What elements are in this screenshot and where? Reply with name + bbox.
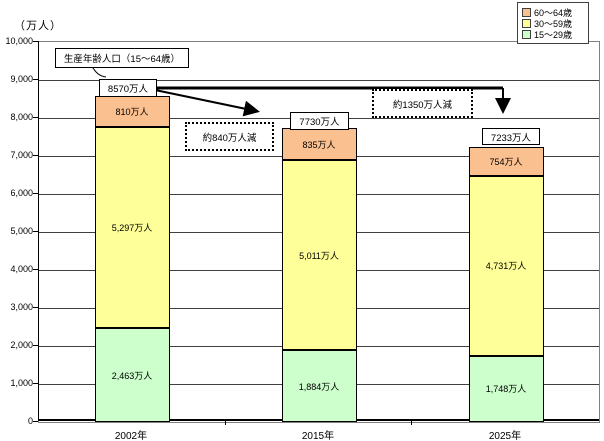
- legend-swatch-icon: [522, 29, 531, 39]
- decrease-note-2015: 約840万人減: [185, 122, 274, 151]
- y-axis-tick: [33, 155, 38, 156]
- y-axis-tick: [33, 231, 38, 232]
- total-label-2015: 7730万人: [290, 112, 349, 130]
- bar-segment-value-label: 835万人: [302, 139, 336, 150]
- y-axis-tick: [33, 421, 38, 422]
- bar-segment: 1,884万人: [281, 350, 357, 422]
- y-axis-tick: [33, 307, 38, 308]
- legend-item-label: 30～59歳: [534, 18, 573, 29]
- y-axis-tick-label: 7,000: [10, 150, 33, 160]
- y-axis-line: [38, 41, 39, 421]
- y-axis-tick: [33, 41, 38, 42]
- y-axis-tick-label: 1,000: [10, 378, 33, 388]
- x-axis-tick: [224, 421, 226, 425]
- y-axis-tick-label: 8,000: [10, 112, 33, 122]
- bar-segment: 5,011万人: [281, 160, 357, 351]
- total-label-2002: 8570万人: [99, 79, 157, 97]
- y-axis-tick: [33, 345, 38, 346]
- bar-segment: 835万人: [281, 128, 357, 160]
- y-axis-tick: [33, 117, 38, 118]
- legend-swatch-icon: [522, 7, 531, 17]
- total-label-2025: 7233万人: [482, 128, 540, 145]
- x-axis-category-label: 2002年: [114, 431, 148, 441]
- bar-segment: 754万人: [468, 147, 544, 176]
- y-axis-tick-label: 0: [27, 416, 33, 426]
- x-axis-category-label: 2015年: [301, 431, 335, 441]
- y-axis-tick-label: 10,000: [5, 36, 33, 46]
- bar-segment: 810万人: [94, 96, 170, 128]
- legend-swatch-icon: [522, 18, 531, 28]
- bar-segment-value-label: 754万人: [489, 156, 523, 167]
- y-axis-tick: [33, 383, 38, 384]
- x-axis-category-label: 2025年: [488, 431, 522, 441]
- y-axis-tick-label: 4,000: [10, 264, 33, 274]
- legend-item: 30～59歳: [522, 18, 586, 29]
- bar-segment-value-label: 5,297万人: [111, 223, 153, 234]
- legend-item-label: 15～29歳: [534, 29, 573, 40]
- y-axis-tick-label: 3,000: [10, 302, 33, 312]
- bar-segment: 5,297万人: [94, 127, 170, 329]
- plot-area: 2,463万人 5,297万人 810万人 1,884万人 5,011万人 835万人 1,…: [38, 41, 600, 423]
- y-axis-tick-label: 2,000: [10, 340, 33, 350]
- bar-segment-value-label: 2,463万人: [111, 370, 153, 381]
- callout-working-age-population: 生産年齢人口（15～64歳）: [55, 48, 189, 68]
- bar-segment: 1,748万人: [468, 355, 544, 422]
- bar-segment: 4,731万人: [468, 175, 544, 356]
- decrease-note-2025: 約1350万人減: [372, 89, 473, 118]
- bar-segment: 2,463万人: [94, 328, 170, 422]
- bar-segment-value-label: 1,884万人: [298, 381, 340, 392]
- y-axis-tick: [33, 79, 38, 80]
- gridline: [39, 80, 599, 81]
- y-axis-tick-label: 9,000: [10, 74, 33, 84]
- y-axis-unit-label: （万人）: [14, 20, 62, 32]
- bar-segment-value-label: 1,748万人: [485, 384, 527, 395]
- y-axis-tick-label: 6,000: [10, 188, 33, 198]
- y-axis-tick-label: 5,000: [10, 226, 33, 236]
- legend-item-label: 60～64歳: [534, 7, 573, 18]
- bar-segment-value-label: 5,011万人: [299, 250, 339, 261]
- bar-segment-value-label: 810万人: [115, 107, 149, 118]
- y-axis-tick: [33, 269, 38, 270]
- legend-item: 60～64歳: [522, 7, 586, 18]
- bar-segment-value-label: 4,731万人: [485, 261, 527, 272]
- y-axis-tick: [33, 193, 38, 194]
- legend-item: 15～29歳: [522, 29, 586, 40]
- x-axis-tick: [411, 421, 413, 425]
